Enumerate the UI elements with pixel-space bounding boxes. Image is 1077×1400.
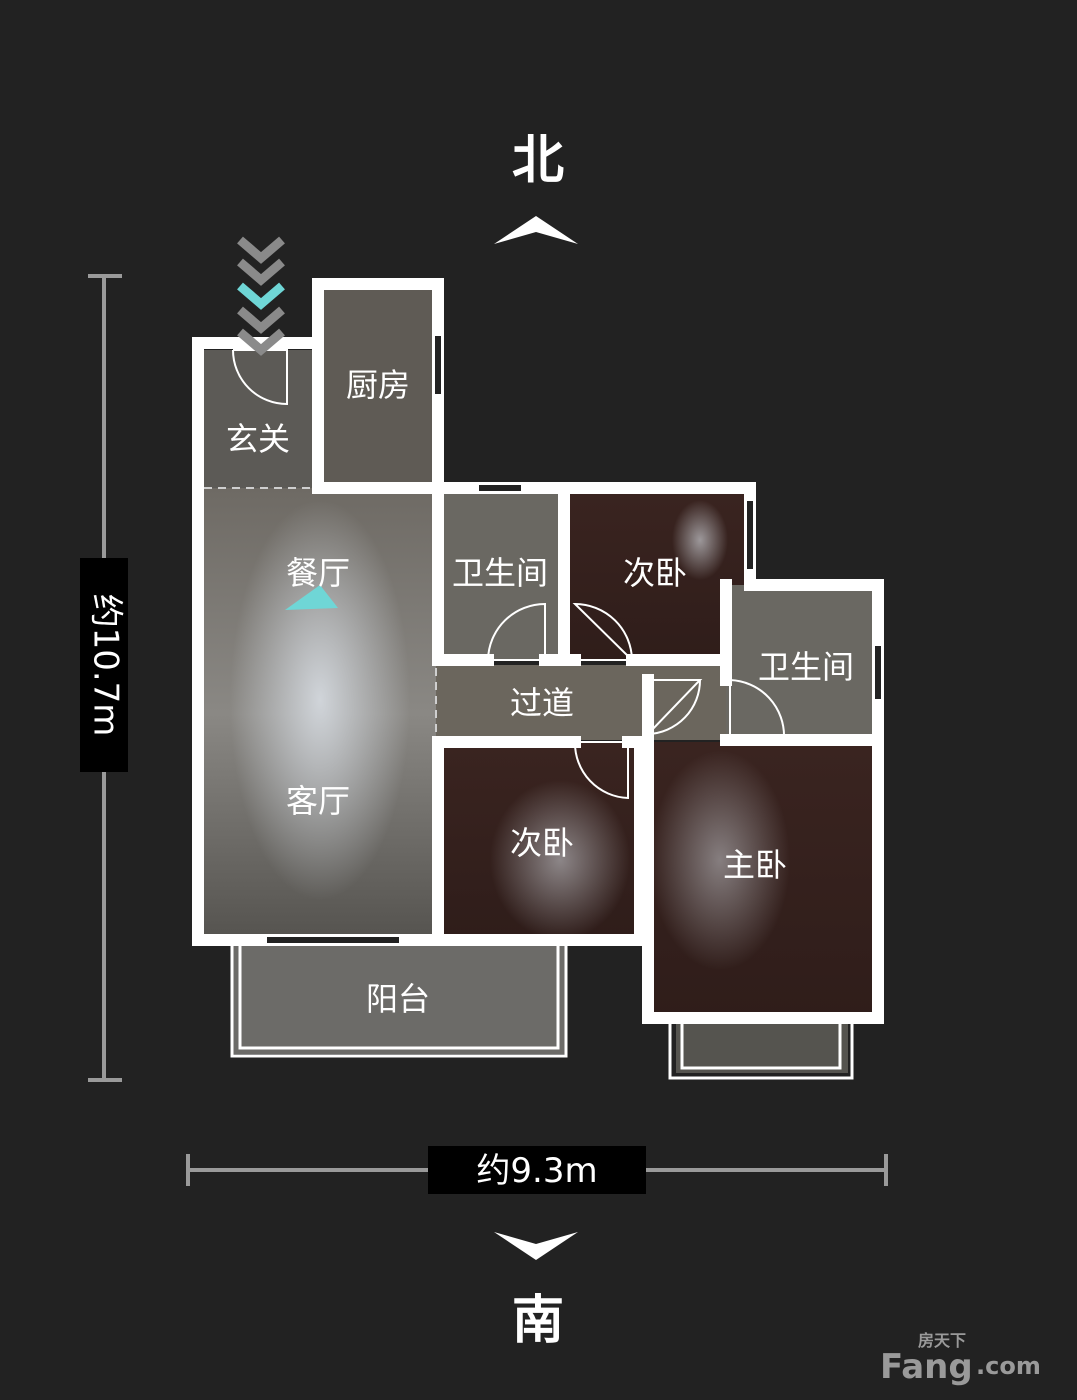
north-arrow-icon: [494, 216, 578, 244]
compass-south: 南: [512, 1291, 564, 1351]
bay-window-outline: [668, 1018, 854, 1080]
living-light-glow: [230, 500, 410, 900]
label-corridor: 过道: [510, 684, 574, 722]
bath1-door: [487, 602, 546, 661]
label-balcony: 阳台: [366, 980, 430, 1018]
bedroom-north-glow: [672, 500, 728, 580]
walls: [192, 278, 884, 1024]
master-glow: [650, 750, 790, 970]
label-bath1: 卫生间: [452, 554, 548, 592]
master-door: [645, 679, 703, 736]
entry-arrows: [237, 236, 285, 356]
bath2-door: [729, 679, 786, 739]
north-east-outline: [432, 482, 884, 1024]
compass: 北 南: [494, 131, 578, 1351]
kitchen-window: [433, 334, 443, 396]
south-arrow-icon: [494, 1232, 578, 1260]
label-master: 主卧: [723, 846, 787, 884]
living-balcony-opening: [265, 935, 401, 945]
label-bedroom-south: 次卧: [510, 824, 574, 862]
bath2-floor: [726, 585, 878, 740]
height-label: 约10.7m: [86, 594, 126, 737]
label-entrance: 玄关: [226, 420, 290, 458]
entry-chevron-icon: [237, 282, 285, 310]
logo-main-text: Fang: [880, 1347, 973, 1387]
entry-chevron-icon: [237, 306, 285, 334]
logo-suffix-text: .com: [976, 1352, 1041, 1380]
entry-chevron-icon: [237, 258, 285, 286]
viewpoint-marker-icon: [285, 585, 338, 610]
corridor-floor: [436, 665, 726, 740]
width-dimension: 约9.3m: [186, 1146, 888, 1194]
bay-window-floor: [676, 1018, 848, 1073]
width-label: 约9.3m: [476, 1151, 597, 1191]
label-bath2: 卫生间: [758, 648, 854, 686]
doors: [232, 349, 786, 800]
entry-chevron-icon: [237, 328, 285, 356]
fang-logo: 房天下 Fang .com: [880, 1331, 1041, 1387]
bedroom-north-door: [572, 602, 635, 661]
label-dining: 餐厅: [286, 554, 350, 592]
bath1-window: [477, 483, 523, 493]
bath1-floor: [440, 490, 562, 660]
entrance-door: [232, 349, 288, 406]
balcony-outline: [230, 944, 568, 1058]
entry-chevron-icon: [237, 236, 285, 264]
label-living: 客厅: [286, 782, 350, 820]
room-floors: [198, 287, 878, 1073]
bath2-window: [873, 644, 883, 701]
label-bedroom-north: 次卧: [623, 554, 687, 592]
bedroom-south-glow: [490, 780, 630, 940]
compass-north: 北: [512, 131, 564, 191]
label-kitchen: 厨房: [346, 366, 410, 404]
entrance-floor: [198, 350, 316, 488]
balcony-floor: [232, 944, 566, 1054]
height-dimension: 约10.7m: [80, 274, 128, 1082]
logo-top-text: 房天下: [918, 1331, 966, 1350]
bedroom-north-window: [745, 499, 755, 571]
kitchen-floor: [320, 287, 438, 488]
bedroom-south-door: [573, 741, 629, 800]
room-labels: 玄关 厨房 餐厅 卫生间 次卧 卫生间 过道 客厅 次卧 主卧 阳台: [226, 366, 854, 1018]
south-wall-bedroom: [430, 736, 646, 946]
